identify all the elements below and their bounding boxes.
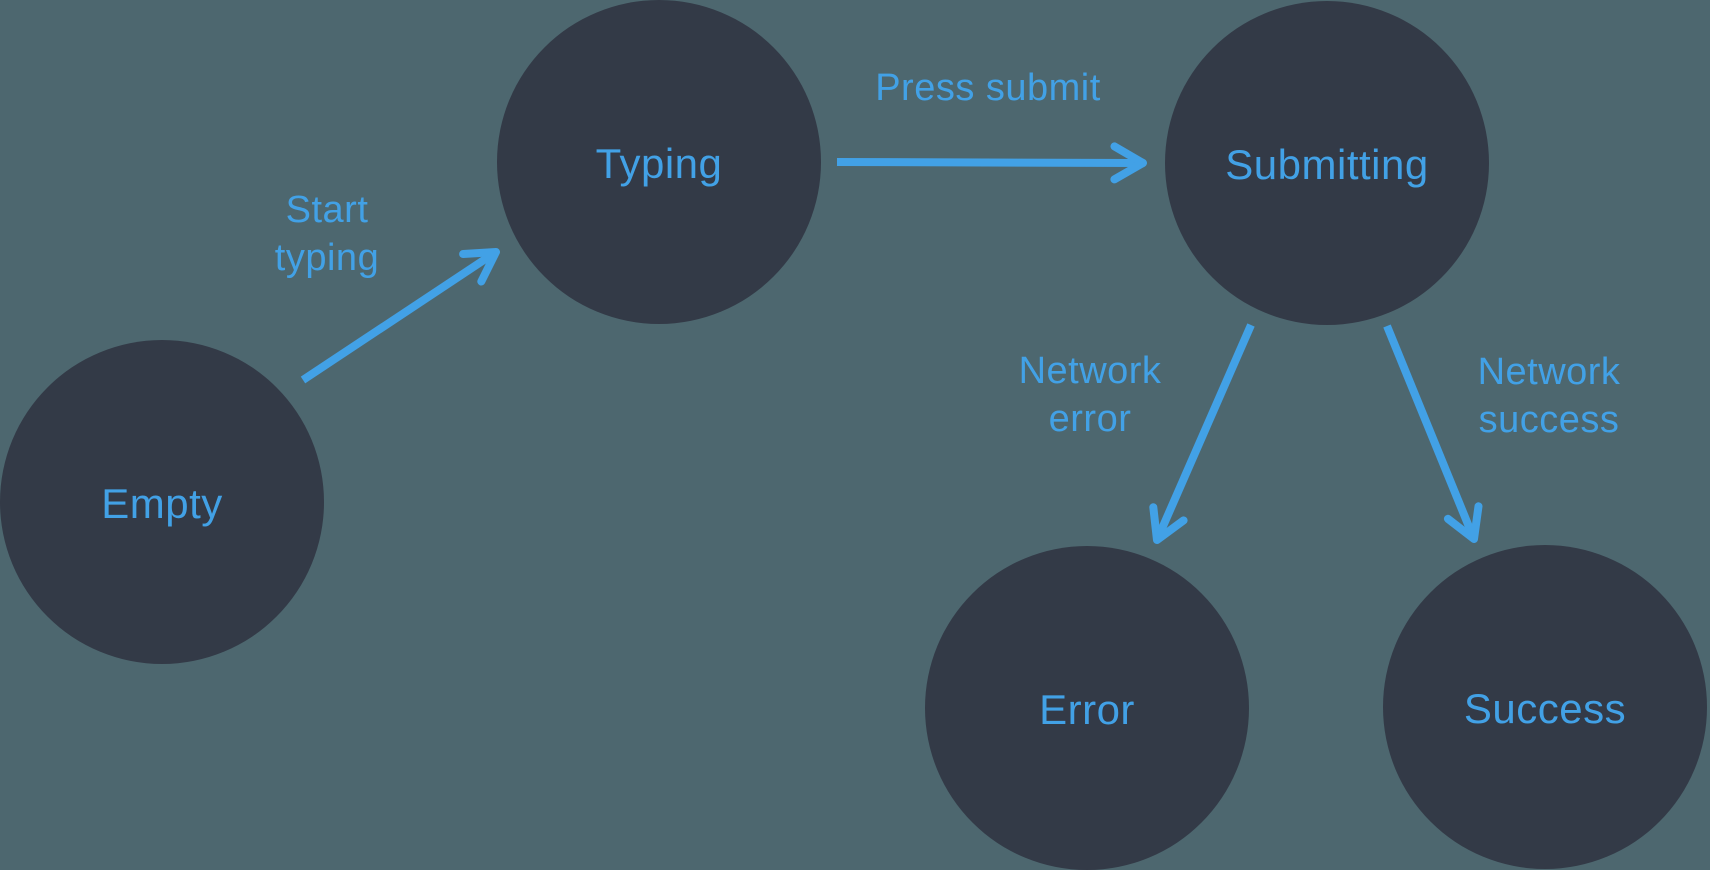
edge-line bbox=[1383, 324, 1476, 535]
state-circle-success bbox=[1383, 545, 1707, 869]
edge-line bbox=[1155, 323, 1255, 537]
state-label-empty: Empty bbox=[101, 480, 223, 527]
edge-label-press-submit: Press submit bbox=[875, 67, 1101, 109]
state-node-success: Success bbox=[1383, 545, 1707, 869]
state-node-empty: Empty bbox=[0, 340, 324, 664]
state-label-success: Success bbox=[1464, 685, 1626, 732]
state-label-submitting: Submitting bbox=[1225, 141, 1428, 188]
arrowhead-icon bbox=[1149, 503, 1188, 544]
state-circle-empty bbox=[0, 340, 324, 664]
arrowhead-icon bbox=[459, 248, 500, 286]
arrowhead-icon bbox=[1443, 502, 1483, 543]
state-circle-submitting bbox=[1165, 1, 1489, 325]
edge-line bbox=[836, 158, 1138, 167]
state-circle-error bbox=[925, 546, 1249, 870]
edge-press-submit: Press submit bbox=[836, 67, 1147, 184]
state-label-typing: Typing bbox=[596, 140, 723, 187]
arrowhead-icon bbox=[1110, 142, 1147, 184]
state-circle-typing bbox=[497, 0, 821, 324]
state-label-error: Error bbox=[1039, 686, 1135, 733]
state-node-error: Error bbox=[925, 546, 1249, 870]
edge-line bbox=[300, 251, 494, 384]
state-node-submitting: Submitting bbox=[1165, 1, 1489, 325]
state-node-typing: Typing bbox=[497, 0, 821, 324]
